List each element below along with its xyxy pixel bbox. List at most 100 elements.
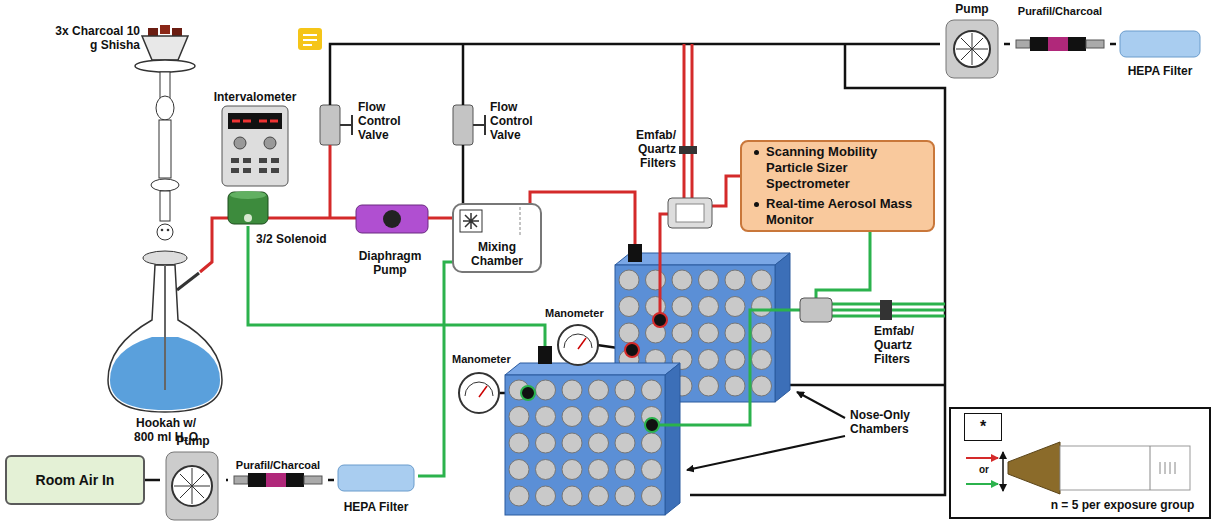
chamber-port-hole [725, 297, 745, 317]
chamber-port-hole [619, 297, 639, 317]
chamber-port-hole [509, 460, 529, 480]
part-label: Emfab/ Quartz Filters [874, 324, 940, 366]
part-label: Nose-Only Chambers [850, 408, 932, 436]
chamber-port-hole [699, 297, 719, 317]
node-label: HEPA Filter [1128, 64, 1193, 78]
chamber-port-hole [699, 323, 719, 343]
inset-panel [950, 408, 1210, 518]
intervalometer-device-part [232, 120, 278, 123]
valve-symbol-part [453, 105, 473, 145]
chamber-port-hole [642, 486, 662, 506]
hookah-illustration-part [142, 36, 188, 60]
valve-symbol [320, 105, 485, 145]
hookah-illustration-part [177, 273, 199, 290]
inset-panel-part [950, 408, 1210, 518]
chamber-port-hole [672, 297, 692, 317]
nose-only-chambers-part [509, 380, 662, 506]
intervalometer-device-part [259, 158, 267, 163]
solenoid-valve-part [228, 192, 268, 224]
filter-symbol-part [679, 146, 697, 154]
inset-panel-part [966, 457, 998, 459]
part-label: 3/2 Solenoid [256, 232, 346, 246]
intervalometer-device-part [234, 137, 246, 149]
chamber-port-hole [752, 323, 772, 343]
intervalometer-device-part [231, 158, 239, 163]
green-tubing-part [652, 310, 800, 425]
nose-only-chambers [505, 244, 790, 515]
instrument-box: Scanning Mobility Particle Sizer Spectro… [740, 140, 935, 232]
red-tubing-part [691, 44, 694, 198]
diaphragm-pump-icon-part [383, 210, 401, 228]
chamber-port-hole [615, 380, 635, 400]
red-tubing-part [530, 192, 635, 244]
hookah-illustration-part [135, 60, 195, 72]
chamber-port-hole [699, 270, 719, 290]
filter-symbol-part [880, 300, 892, 320]
chamber-port-hole [615, 486, 635, 506]
pump-icon-part [174, 468, 210, 504]
filter-cartridge: Purafil/Charcoal [1010, 4, 1110, 54]
manometer-gauge [459, 325, 598, 413]
chamber-port [521, 313, 667, 432]
intervalometer-device-part [222, 106, 288, 186]
chamber-port-hole [752, 350, 772, 370]
green-tubing [248, 226, 945, 425]
hookah-illustration-part [159, 120, 171, 178]
intervalometer-device-part [271, 168, 279, 173]
tubing-connector [328, 479, 334, 482]
callout-arrow [687, 392, 845, 470]
diaphragm-pump-icon [356, 205, 428, 233]
part-label: 3x Charcoal 10 g Shisha [50, 24, 140, 52]
mixing-fan-part [520, 207, 521, 237]
part-label: Emfab/ Quartz Filters [608, 128, 676, 170]
chamber-port-hole [752, 376, 772, 396]
manometer-gauge-part [558, 325, 598, 365]
hookah-illustration [108, 25, 222, 412]
hookah-illustration-part [108, 265, 222, 412]
mixing-fan-part [463, 213, 479, 229]
chamber-port-hole [642, 380, 662, 400]
hookah-illustration-part [151, 179, 179, 191]
filter-cartridge: Purafil/Charcoal [228, 458, 328, 498]
chamber-port-part [653, 313, 667, 327]
manometer-gauge-part [578, 338, 586, 349]
hookah-illustration-part [160, 25, 170, 34]
pump-unit: Pump [940, 2, 1004, 80]
manometer-gauge-part [465, 382, 493, 396]
chamber-port-hole [562, 486, 582, 506]
inset-panel-part [1150, 446, 1175, 490]
chamber-port-part [521, 386, 535, 400]
intervalometer-device-part [231, 168, 239, 173]
part-label: Flow Control Valve [358, 100, 416, 142]
black-tubing-part [790, 384, 945, 387]
red-tubing-part [200, 218, 228, 272]
chamber-port-hole [642, 433, 662, 453]
chamber-port-hole [562, 407, 582, 427]
chamber-port-hole [725, 323, 745, 343]
purafil-cartridge-part [1030, 37, 1086, 51]
chamber-port-hole [699, 350, 719, 370]
purafil-cartridge-part [1086, 40, 1104, 48]
chamber-port-hole [752, 270, 772, 290]
node-label: Mixing Chamber [454, 240, 540, 268]
node-label: Diaphragm Pump [352, 249, 428, 277]
chamber-port-hole [672, 323, 692, 343]
hookah-illustration-part [172, 28, 182, 36]
tubing-connector [1110, 43, 1116, 46]
node-label: HEPA Filter [344, 500, 409, 514]
solenoid-valve-part [230, 191, 266, 199]
filter-symbol-part [668, 198, 712, 228]
purafil-cartridge-part [304, 476, 322, 484]
nose-only-chambers-part [505, 375, 665, 515]
node-label: Pump [955, 2, 988, 16]
pump-icon-part [946, 20, 998, 78]
red-tubing-part [683, 44, 686, 198]
part-label: or [970, 463, 998, 476]
solenoid-valve-part [244, 214, 252, 222]
solenoid-valve [228, 191, 268, 224]
inset-panel-part [1002, 452, 1004, 491]
chamber-port-hole [725, 376, 745, 396]
node-label: Purafil/Charcoal [1018, 4, 1102, 18]
hepa-filter-unit: HEPA Filter [334, 460, 418, 514]
manometer-gauge-part [459, 373, 499, 413]
